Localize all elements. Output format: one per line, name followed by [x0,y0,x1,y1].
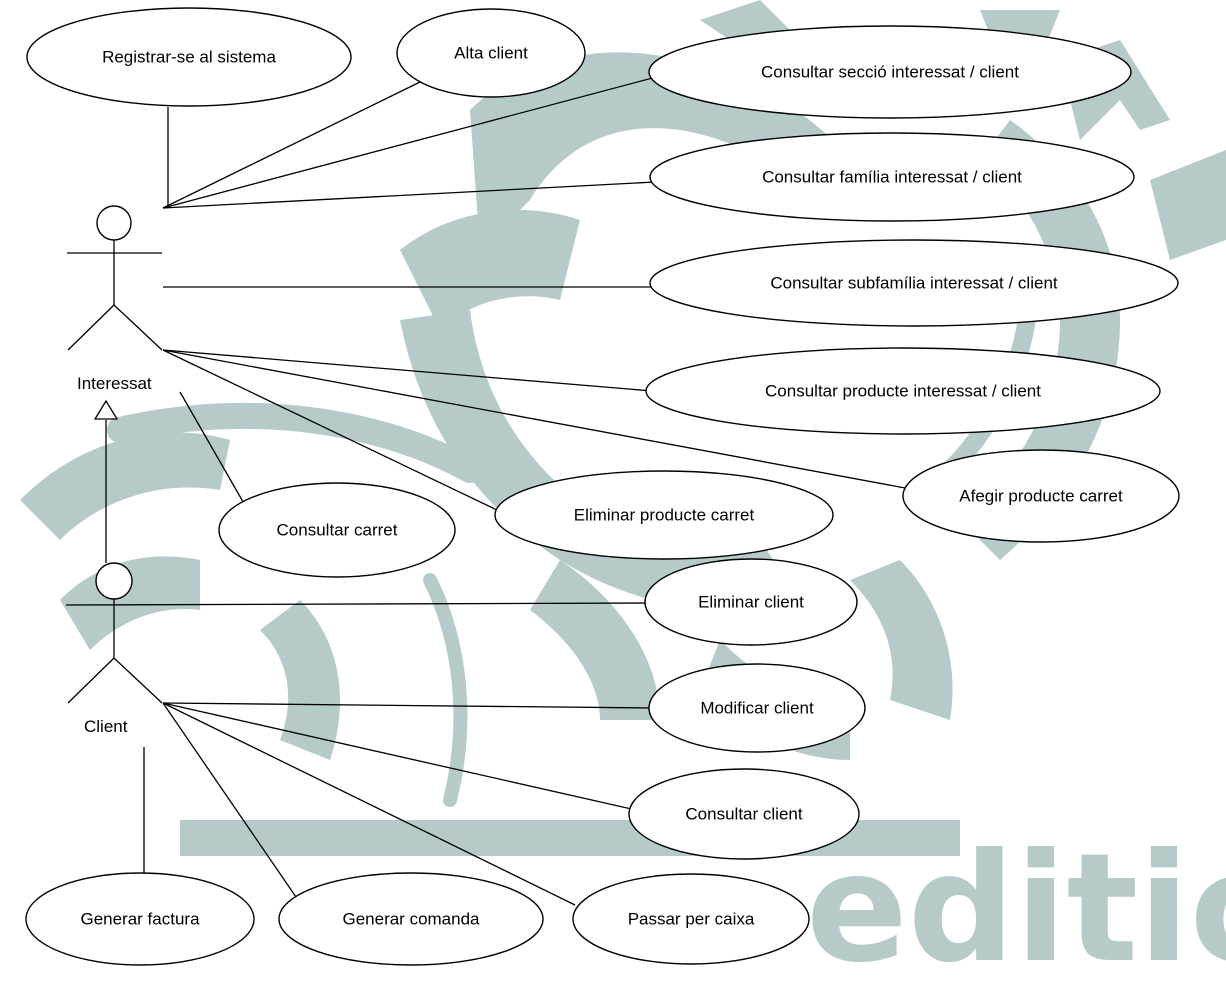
use-case-afegir-producte: Afegir producte carret [902,449,1180,543]
actor-interessat-label: Interessat [77,374,152,393]
actor-interessat: Interessat [67,205,163,393]
use-case-consultar-carret: Consultar carret [218,482,456,578]
use-case-eliminar-producte: Eliminar producte carret [494,470,834,560]
use-case-label: Generar comanda [342,910,480,929]
use-case-label: Afegir producte carret [959,487,1123,506]
use-case-label: Consultar client [685,805,802,824]
use-case-generar-comanda: Generar comanda [278,872,544,966]
generalization-arrow [93,399,119,420]
use-case-label: Eliminar producte carret [574,506,755,525]
use-case-label: Consultar subfamília interessat / client [770,274,1058,293]
associations [65,75,906,906]
use-case-label: Consultar família interessat / client [762,168,1022,187]
watermark-art: edition [20,0,1226,983]
use-case-registrar: Registrar-se al sistema [26,7,352,107]
actor-client-label: Client [84,717,128,736]
use-case-label: Generar factura [80,910,200,929]
actor-client: Client [67,562,163,736]
use-case-label: Alta client [454,44,528,63]
use-case-label: Consultar secció interessat / client [761,63,1019,82]
use-case-eliminar-client: Eliminar client [644,558,858,646]
use-case-consultar-client: Consultar client [628,768,860,860]
use-case-label: Registrar-se al sistema [102,48,276,67]
use-case-label: Modificar client [700,699,814,718]
use-case-modificar-client: Modificar client [648,663,866,753]
use-case-passar-per-caixa: Passar per caixa [572,873,810,965]
use-case-consultar-familia: Consultar família interessat / client [649,132,1135,222]
actor-head [96,205,132,241]
use-case-label: Consultar producte interessat / client [765,382,1041,401]
watermark-text: edition [806,822,1226,983]
use-case-consultar-producte: Consultar producte interessat / client [645,347,1161,435]
use-case-consultar-subfamilia: Consultar subfamília interessat / client [649,239,1179,327]
actor-head [95,562,133,600]
use-case-generar-factura: Generar factura [25,872,255,966]
use-case-label: Passar per caixa [628,910,755,929]
use-case-consultar-seccio: Consultar secció interessat / client [648,25,1132,119]
use-case-alta-client: Alta client [396,8,586,98]
use-case-label: Consultar carret [277,521,398,540]
use-case-label: Eliminar client [698,593,804,612]
